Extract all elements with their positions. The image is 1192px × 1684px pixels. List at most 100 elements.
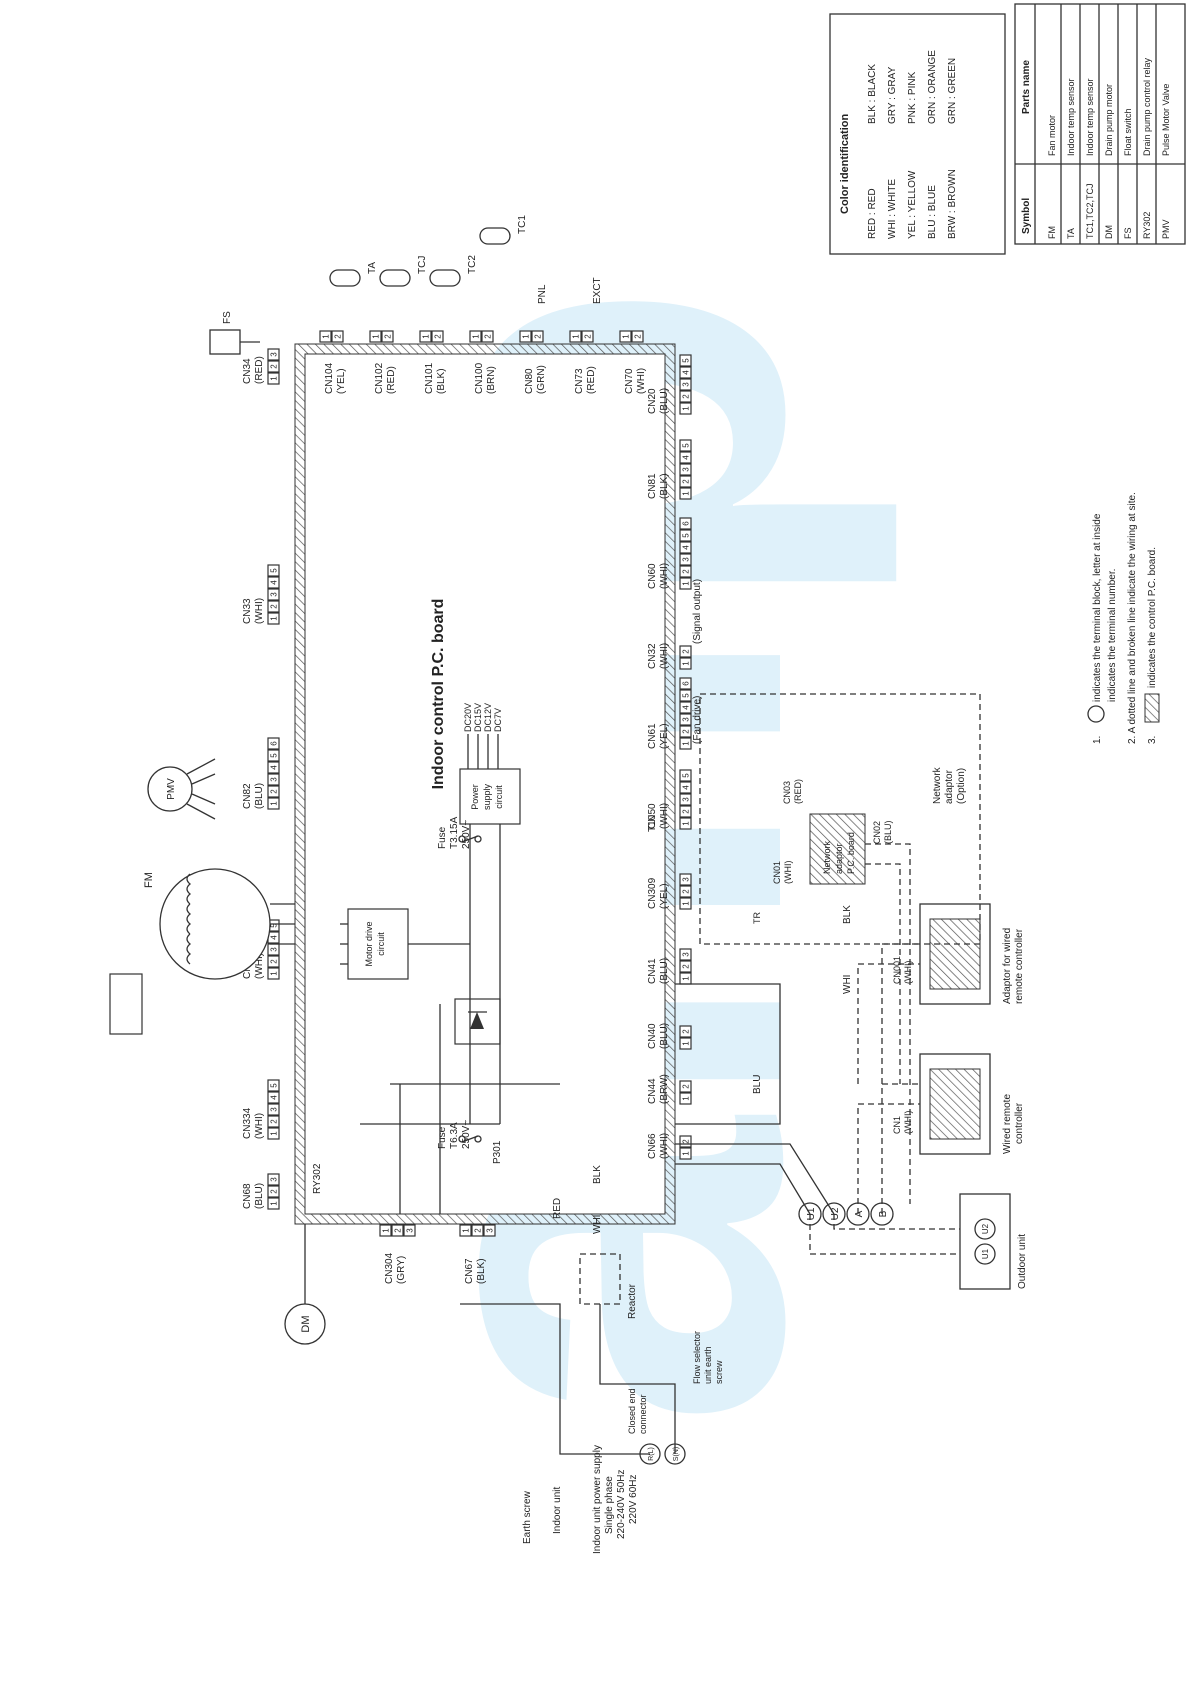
bottom-connector-pins: 12 <box>679 1025 692 1050</box>
parts-symbol: PMV <box>1161 219 1171 239</box>
pin-number: 1 <box>422 334 431 339</box>
fuse-2-line-3: 250V~ <box>461 1120 472 1149</box>
right-connector-color: (RED) <box>386 366 397 394</box>
color-id-item: GRN : GREEN <box>947 58 958 124</box>
pin-number: 4 <box>270 1095 279 1100</box>
pin-number: 1 <box>462 1228 471 1233</box>
tr-label: TR <box>752 912 762 924</box>
bottom-connector-color: (WHI) <box>659 563 670 589</box>
bottom-connector-name: CN32 <box>647 643 658 669</box>
power-supply-line-1: Power <box>470 784 480 810</box>
right-connector-name: CN102 <box>374 362 385 394</box>
top-connector-color: (BLU) <box>254 1183 265 1209</box>
wire-blk-label: BLK <box>592 1165 603 1184</box>
wired-remote-line-2: controller <box>1014 1102 1025 1144</box>
pin-number: 2 <box>270 1119 279 1124</box>
top-connector-name: CN334 <box>242 1107 253 1139</box>
pin-number: 2 <box>634 334 643 339</box>
network-connector-name: CN1 <box>892 1116 902 1134</box>
pin-number: 2 <box>394 1228 403 1233</box>
right-connector-name: CN73 <box>574 368 585 394</box>
bottom-connector-color: (BRW) <box>659 1074 670 1104</box>
power-supply-line-3: circuit <box>494 785 504 809</box>
top-connector-color: (WHI) <box>254 953 265 979</box>
network-connector-color: (WHI) <box>783 861 793 885</box>
pin-number: 1 <box>682 901 691 906</box>
outdoor-unit-label: Outdoor unit <box>1017 1234 1028 1289</box>
left-connector-name: CN67 <box>464 1258 475 1284</box>
p301-label: P301 <box>492 1140 503 1164</box>
network-board-line-1: Network <box>822 840 832 874</box>
right-connector-name: CN70 <box>624 368 635 394</box>
bottom-connector-name: CN309 <box>647 877 658 909</box>
pin-number: 3 <box>682 797 691 802</box>
dc7v-label: DC7V <box>493 708 503 732</box>
dc15v-label: DC15V <box>473 703 483 732</box>
sensor-tc1: TC1 <box>479 215 528 245</box>
fuse-1-line-1: Fuse <box>437 826 448 849</box>
dc12v-label: DC12V <box>483 703 493 732</box>
fuse-1-line-2: T3.15A <box>449 816 460 849</box>
pin-number: 2 <box>682 569 691 574</box>
parts-symbol: RY302 <box>1142 212 1152 239</box>
wire-whi-label: WHI <box>592 1215 603 1234</box>
pin-number: 1 <box>682 741 691 746</box>
notes: 1. indicates the terminal block, letter … <box>1087 492 1160 744</box>
pin-number: 1 <box>682 976 691 981</box>
fan-drive-label: (Fan drive) <box>692 696 703 744</box>
top-connector-color: (WHI) <box>254 598 265 624</box>
terminal-l: R(L) <box>648 1447 655 1461</box>
top-connector-name: CN33 <box>242 598 253 624</box>
pin-number: 3 <box>682 877 691 882</box>
field-wiring <box>460 843 960 1455</box>
pin-number: 4 <box>682 785 691 790</box>
pin-number: 4 <box>682 705 691 710</box>
pin-number: 5 <box>682 773 691 778</box>
right-connector-name: CN100 <box>474 362 485 394</box>
float-switch: FS <box>209 311 260 355</box>
fm-label: FM <box>143 872 155 888</box>
pin-number: 5 <box>270 1083 279 1088</box>
pin-number: 1 <box>682 581 691 586</box>
bottom-connector-color: (YEL) <box>659 723 670 749</box>
parts-header-name: Parts name <box>1021 60 1032 114</box>
parts-name: Float switch <box>1123 108 1133 156</box>
pin-number: 1 <box>322 334 331 339</box>
pin-number: 3 <box>270 352 279 357</box>
left-connector-color: (BLK) <box>476 1258 487 1284</box>
parts-symbol: DM <box>1104 225 1114 239</box>
right-connector-color: (RED) <box>586 366 597 394</box>
color-id-item: ORN : ORANGE <box>927 50 938 124</box>
network-connector-color: (WHI) <box>903 1111 913 1135</box>
terminal-a: A <box>854 1210 865 1217</box>
bottom-connector-name: CN44 <box>647 1078 658 1104</box>
pnl-label: PNL <box>537 284 548 304</box>
left-connector-name: CN304 <box>384 1252 395 1284</box>
dc20v-label: DC20V <box>463 703 473 732</box>
pin-number: 4 <box>270 765 279 770</box>
top-connector-pins: 123 <box>267 348 280 385</box>
pin-number: 2 <box>682 889 691 894</box>
pin-number: 4 <box>270 580 279 585</box>
right-connector-name: CN104 <box>324 362 335 394</box>
network-option-line-1: Network <box>932 766 943 804</box>
network-connector-color: (RED) <box>793 779 803 804</box>
bottom-connector-color: (BLU) <box>659 1023 670 1049</box>
pin-number: 3 <box>682 717 691 722</box>
pmv-label: PMV <box>166 778 177 800</box>
pin-number: 5 <box>270 568 279 573</box>
network-connector-name: CN001 <box>892 956 902 984</box>
pin-number: 5 <box>270 753 279 758</box>
network-connector-color: (WHI) <box>903 961 913 985</box>
pin-number: 5 <box>682 533 691 538</box>
t10-label: T10 <box>647 814 658 832</box>
pin-number: 6 <box>682 521 691 526</box>
